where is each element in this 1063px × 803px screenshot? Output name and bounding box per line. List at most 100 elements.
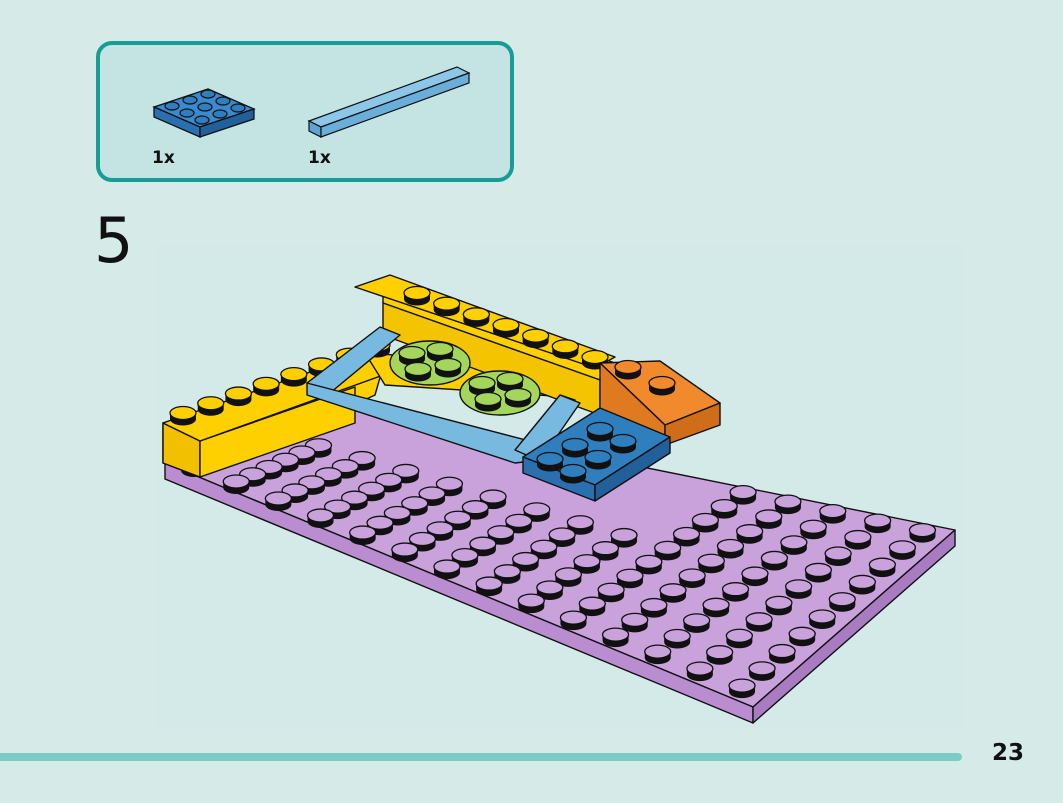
stud: [819, 503, 847, 524]
stud: [824, 546, 852, 567]
stud: [678, 568, 706, 589]
stud: [735, 524, 764, 544]
stud: [659, 583, 687, 603]
stud: [554, 567, 583, 587]
part-quantity: 1x: [152, 148, 175, 168]
stud: [748, 661, 776, 681]
parts-callout-box: 1x 1x: [96, 41, 514, 182]
stud: [224, 386, 253, 407]
stud: [559, 610, 588, 631]
stud: [366, 515, 394, 536]
stud: [721, 582, 750, 602]
stud: [281, 483, 309, 503]
stud: [392, 463, 420, 484]
stud: [784, 579, 813, 599]
stud: [654, 540, 682, 561]
stud: [716, 538, 745, 559]
stud: [391, 542, 419, 563]
stud: [640, 597, 668, 618]
stud: [774, 494, 802, 515]
part-quantity: 1x: [308, 148, 331, 168]
stud: [788, 626, 816, 647]
lego-build-model-illustration: [155, 245, 965, 730]
stud: [868, 557, 897, 578]
step-number: 5: [94, 204, 134, 277]
stud: [462, 307, 490, 327]
stud: [848, 574, 876, 595]
stud: [474, 391, 502, 412]
stud: [433, 559, 461, 580]
baseplate-right-side: [752, 529, 956, 724]
stud: [222, 474, 250, 495]
stud: [401, 496, 429, 516]
stud: [609, 433, 637, 454]
stud: [559, 463, 587, 484]
stud: [496, 371, 524, 392]
stud: [828, 592, 856, 612]
stud: [434, 357, 462, 378]
stud: [888, 540, 917, 560]
stud: [348, 450, 376, 471]
stud: [536, 580, 564, 600]
stud: [169, 405, 197, 426]
stud: [844, 529, 872, 550]
stud: [745, 612, 773, 632]
stud: [682, 613, 711, 633]
stud: [601, 627, 630, 648]
stud: [799, 519, 827, 540]
stud: [672, 526, 701, 547]
stud: [252, 376, 280, 397]
stud: [597, 582, 625, 603]
stud: [404, 361, 432, 382]
stud: [765, 595, 793, 616]
stud: [728, 678, 756, 699]
stud: [536, 451, 564, 472]
stud: [581, 349, 609, 370]
stud: [264, 491, 293, 512]
stud: [804, 562, 833, 583]
page-progress-bar: [0, 753, 962, 761]
stud: [614, 359, 642, 380]
stud: [741, 566, 769, 587]
stud: [306, 508, 335, 529]
stud: [433, 296, 461, 317]
stud: [349, 525, 377, 546]
stud: [648, 375, 676, 396]
stud: [475, 576, 503, 597]
stud: [780, 535, 808, 555]
stud: [426, 521, 454, 541]
stud: [591, 541, 620, 561]
stud: [808, 609, 836, 630]
stud: [697, 553, 725, 574]
stud: [729, 484, 757, 505]
stud: [610, 527, 638, 548]
stud: [644, 644, 672, 665]
stud: [621, 612, 649, 633]
stud: [561, 437, 589, 458]
stud: [551, 339, 579, 359]
stud: [705, 645, 734, 665]
stud: [197, 396, 225, 416]
light-blue-1x6-tile-icon: [307, 66, 471, 138]
page-number: 23: [992, 740, 1025, 766]
stud: [584, 449, 612, 470]
stud: [863, 513, 892, 534]
stud: [908, 522, 937, 543]
yellow-left-wall-side: [199, 386, 356, 478]
stud: [691, 512, 720, 533]
stud: [522, 328, 550, 349]
stud: [323, 499, 352, 520]
stud: [768, 643, 796, 664]
blue-plate-side: [594, 436, 671, 502]
stud: [725, 628, 754, 649]
stud: [492, 317, 520, 338]
stud: [505, 513, 533, 534]
stud: [280, 366, 308, 387]
stud: [702, 597, 730, 618]
stud: [710, 498, 738, 519]
stud: [635, 554, 663, 575]
stud: [504, 387, 532, 408]
stud: [573, 554, 601, 574]
stud: [663, 628, 691, 649]
stud: [398, 345, 426, 366]
